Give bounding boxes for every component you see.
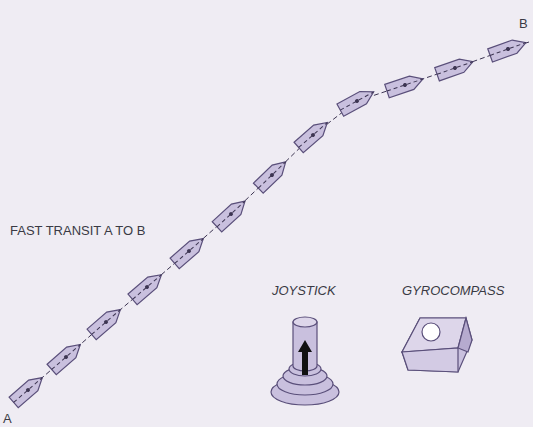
boat-shape [87, 304, 125, 339]
boat-shape [385, 72, 425, 97]
point-label: A [3, 412, 12, 425]
control-name: GYROCOMPASS [402, 284, 504, 297]
boat-track [9, 36, 529, 408]
boat-shape [488, 36, 528, 62]
control-name: JOYSTICK [272, 284, 336, 297]
boat-shape [435, 55, 475, 81]
boat-shape [337, 86, 377, 116]
joystick-symbol [271, 317, 339, 405]
boat-shape [128, 269, 166, 304]
boat-shape [294, 117, 332, 153]
point-label: B [519, 17, 528, 30]
boat-shape [253, 157, 290, 193]
route-title: FAST TRANSIT A TO B [10, 224, 145, 237]
gyrocompass-symbol [402, 318, 472, 372]
boat-shape [47, 339, 85, 375]
boat-shape [212, 196, 249, 232]
boat-shape [170, 233, 208, 268]
boat-shape [9, 372, 47, 407]
track-line [28, 42, 529, 390]
